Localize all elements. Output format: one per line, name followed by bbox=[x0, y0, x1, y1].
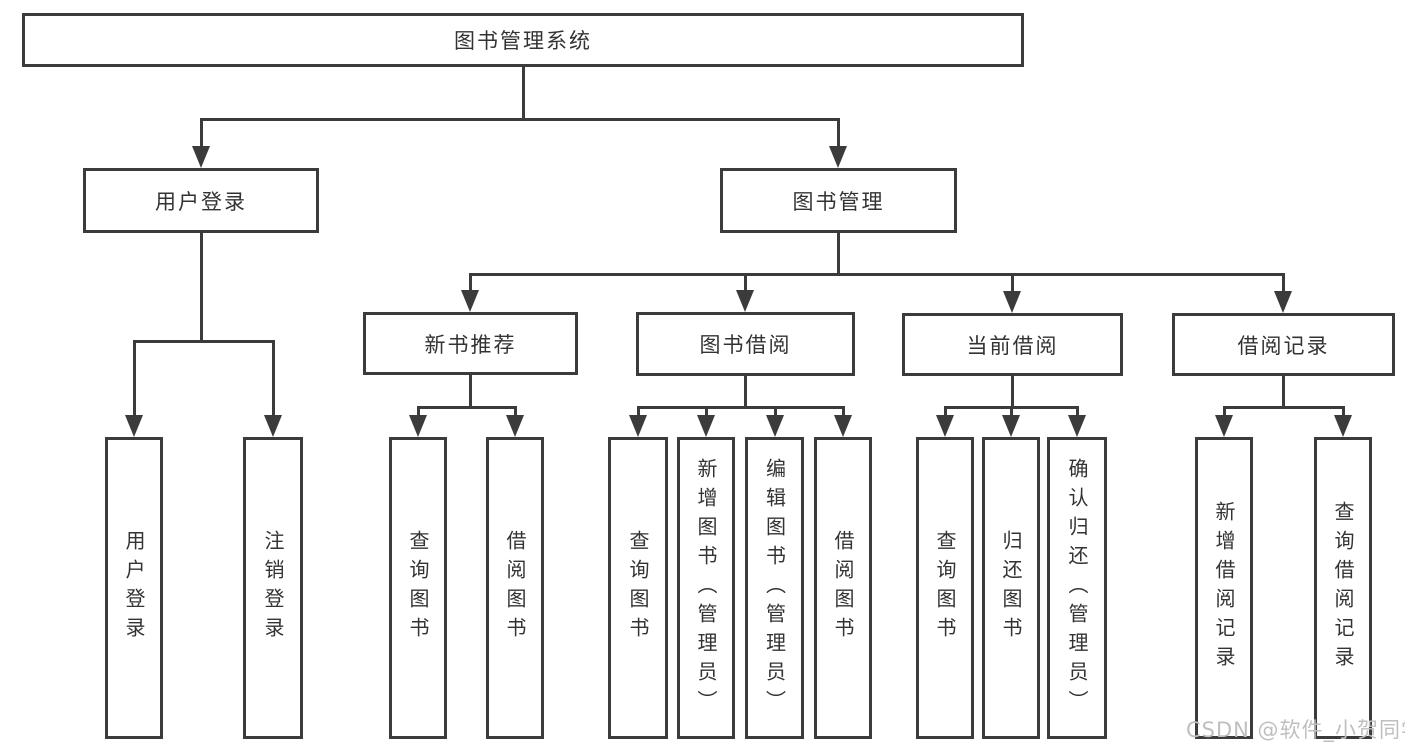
leaf-borrowing-query-books: 查询图书 bbox=[608, 437, 668, 739]
connector-line bbox=[199, 233, 203, 340]
connector-line bbox=[943, 406, 947, 419]
connector-line bbox=[841, 406, 845, 419]
leaf-add-books-admin: 新增图书（管理员） bbox=[677, 437, 735, 739]
connector-line bbox=[513, 406, 517, 419]
leaf-query-borrow-record: 查询借阅记录 bbox=[1314, 437, 1372, 739]
arrowhead-down-icon bbox=[1215, 415, 1233, 437]
connector-line bbox=[636, 406, 845, 409]
node-current-borrowing: 当前借阅 bbox=[902, 313, 1123, 376]
connector-line bbox=[1222, 406, 1226, 419]
arrowhead-down-icon bbox=[629, 415, 647, 437]
connector-line bbox=[743, 375, 747, 406]
connector-line bbox=[132, 340, 275, 343]
node-label: 查询图书 bbox=[626, 530, 650, 646]
arrowhead-down-icon bbox=[1334, 415, 1352, 437]
leaf-recommend-query-books: 查询图书 bbox=[389, 437, 447, 739]
arrowhead-down-icon bbox=[125, 415, 143, 437]
arrowhead-down-icon bbox=[736, 290, 754, 312]
csdn-watermark: CSDN @软件_小贺同学 bbox=[1186, 718, 1405, 742]
node-label: 查询借阅记录 bbox=[1331, 501, 1355, 675]
arrowhead-down-icon bbox=[506, 415, 524, 437]
arrowhead-down-icon bbox=[264, 415, 282, 437]
connector-line bbox=[1009, 406, 1013, 419]
node-label: 当前借阅 bbox=[966, 333, 1059, 358]
node-new-book-recommendation: 新书推荐 bbox=[363, 312, 578, 375]
node-label: 图书借阅 bbox=[699, 333, 792, 357]
connector-line bbox=[416, 406, 420, 419]
node-book-management-module: 图书管理 bbox=[720, 168, 957, 233]
node-label: 归还图书 bbox=[999, 530, 1023, 646]
connector-line bbox=[199, 118, 203, 150]
leaf-recommend-borrow-books: 借阅图书 bbox=[486, 437, 544, 739]
arrowhead-down-icon bbox=[1274, 291, 1292, 313]
node-root-library-management-system: 图书管理系统 bbox=[22, 13, 1024, 67]
node-label: 用户登录 bbox=[122, 530, 146, 646]
node-label: 借阅图书 bbox=[503, 530, 527, 646]
leaf-add-borrow-record: 新增借阅记录 bbox=[1195, 437, 1253, 739]
node-label: 确认归还（管理员） bbox=[1065, 457, 1089, 719]
arrowhead-down-icon bbox=[697, 415, 715, 437]
node-label: 新书推荐 bbox=[424, 332, 517, 357]
node-label: 用户登录 bbox=[155, 189, 247, 214]
connector-line bbox=[1222, 406, 1345, 409]
connector-line bbox=[199, 118, 840, 121]
leaf-confirm-return-admin: 确认归还（管理员） bbox=[1047, 437, 1107, 739]
connector-line bbox=[468, 375, 472, 406]
node-borrowing-records: 借阅记录 bbox=[1172, 313, 1395, 376]
node-label: 图书管理系统 bbox=[454, 29, 592, 53]
connector-line bbox=[636, 406, 640, 419]
connector-line bbox=[271, 340, 275, 419]
connector-line bbox=[704, 406, 708, 419]
leaf-logout: 注销登录 bbox=[243, 437, 303, 739]
connector-line bbox=[836, 233, 840, 273]
node-label: 编辑图书（管理员） bbox=[762, 457, 787, 719]
node-label: 借阅记录 bbox=[1237, 333, 1330, 358]
connector-line bbox=[468, 273, 1285, 276]
connector-line bbox=[836, 118, 840, 150]
arrowhead-down-icon bbox=[1002, 415, 1020, 437]
leaf-borrowing-borrow-books: 借阅图书 bbox=[814, 437, 872, 739]
node-user-login-module: 用户登录 bbox=[83, 168, 319, 233]
arrowhead-down-icon bbox=[766, 415, 784, 437]
arrowhead-down-icon bbox=[936, 415, 954, 437]
arrowhead-down-icon bbox=[829, 146, 847, 168]
arrowhead-down-icon bbox=[834, 415, 852, 437]
node-label: 新增图书（管理员） bbox=[694, 457, 718, 719]
connector-line bbox=[773, 406, 777, 419]
connector-line bbox=[1341, 406, 1345, 419]
node-label: 借阅图书 bbox=[831, 530, 855, 646]
leaf-user-login: 用户登录 bbox=[105, 437, 163, 739]
leaf-return-books: 归还图书 bbox=[982, 437, 1040, 739]
node-label: 注销登录 bbox=[261, 530, 285, 646]
connector-line bbox=[1281, 273, 1285, 294]
connector-line bbox=[1010, 273, 1014, 294]
node-label: 查询图书 bbox=[933, 530, 957, 646]
node-book-borrowing: 图书借阅 bbox=[636, 312, 855, 376]
arrowhead-down-icon bbox=[1068, 415, 1086, 437]
connector-line bbox=[743, 273, 747, 294]
connector-line bbox=[468, 273, 472, 294]
arrowhead-down-icon bbox=[461, 290, 479, 312]
node-label: 新增借阅记录 bbox=[1212, 501, 1236, 675]
connector-line bbox=[132, 340, 136, 419]
leaf-edit-books-admin: 编辑图书（管理员） bbox=[745, 437, 804, 739]
connector-line bbox=[1010, 376, 1014, 406]
arrowhead-down-icon bbox=[409, 415, 427, 437]
node-label: 图书管理 bbox=[792, 189, 885, 214]
connector-line bbox=[1281, 376, 1285, 406]
leaf-current-query-books: 查询图书 bbox=[916, 437, 974, 739]
connector-line bbox=[521, 67, 525, 118]
arrowhead-down-icon bbox=[192, 146, 210, 168]
node-label: 查询图书 bbox=[406, 530, 430, 646]
connector-line bbox=[416, 406, 517, 409]
connector-line bbox=[1075, 406, 1079, 419]
arrowhead-down-icon bbox=[1003, 291, 1021, 313]
